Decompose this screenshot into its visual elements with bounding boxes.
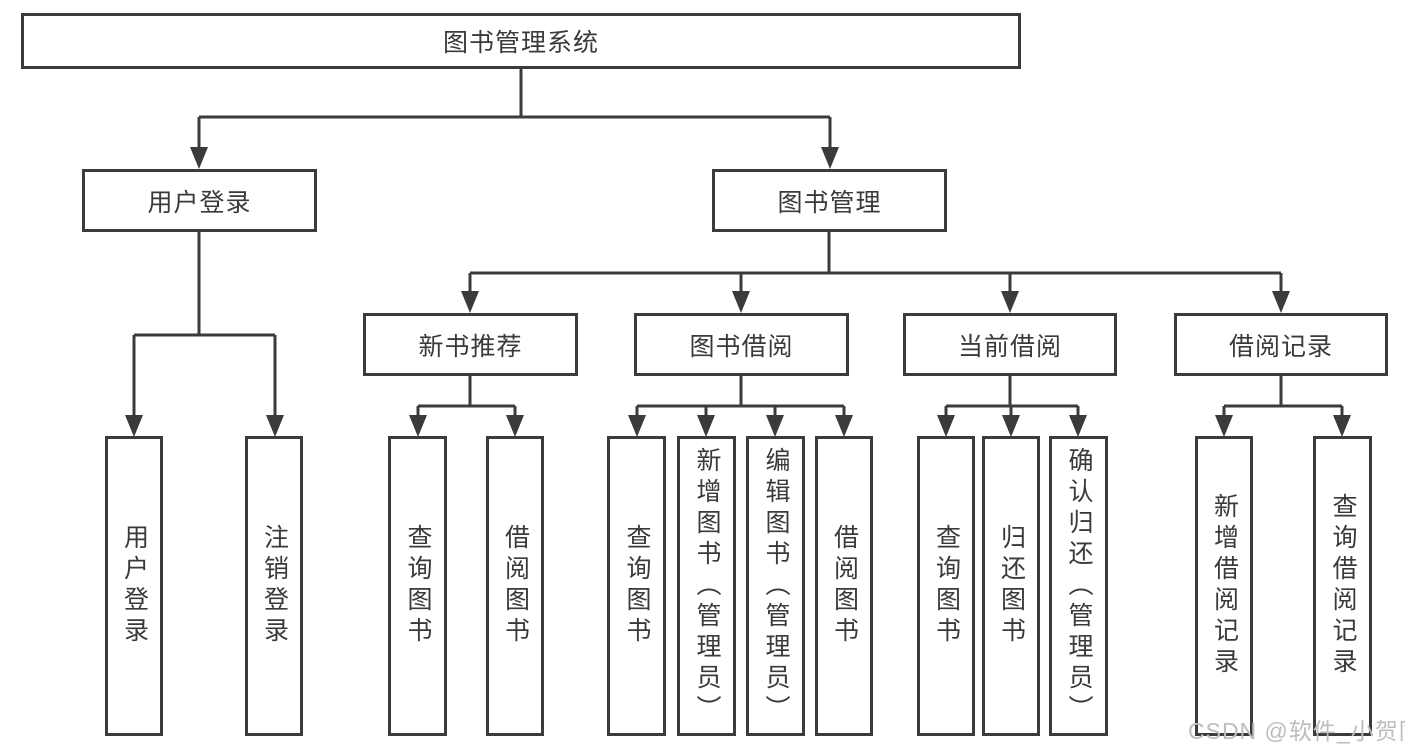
- arrowhead: [766, 415, 784, 437]
- node-book-borrow-label: 图书借阅: [689, 332, 794, 361]
- arrowhead: [409, 415, 427, 437]
- arrowhead: [125, 415, 143, 437]
- node-leaf-user-login-label: 用户登录: [120, 524, 149, 648]
- node-leaf-user-login: 用户登录: [105, 436, 163, 736]
- arrowhead: [697, 415, 715, 437]
- node-user-login-label: 用户登录: [147, 188, 252, 217]
- node-borrow-record: 借阅记录: [1174, 313, 1388, 376]
- node-leaf-br-query-label: 查询借阅记录: [1329, 493, 1357, 679]
- node-book-mgmt: 图书管理: [712, 169, 947, 232]
- node-leaf-cb-confirm-label: 确认归还（管理员）: [1065, 446, 1093, 726]
- arrowhead: [1069, 415, 1087, 437]
- node-current-borrow: 当前借阅: [903, 313, 1117, 376]
- node-leaf-cb-query-label: 查询图书: [932, 524, 961, 648]
- node-leaf-logout-label: 注销登录: [260, 524, 289, 648]
- watermark: CSDN @软件_小贺同学: [1188, 718, 1405, 744]
- arrowhead: [461, 291, 479, 313]
- node-root-label: 图书管理系统: [442, 29, 599, 57]
- node-leaf-bb-edit: 编辑图书（管理员）: [746, 436, 805, 736]
- node-leaf-bb-add-label: 新增图书（管理员）: [693, 446, 721, 726]
- node-leaf-br-query: 查询借阅记录: [1313, 436, 1372, 736]
- arrowhead: [835, 415, 853, 437]
- arrowhead: [1001, 291, 1019, 313]
- node-leaf-br-add-label: 新增借阅记录: [1210, 493, 1239, 679]
- node-leaf-logout: 注销登录: [245, 436, 303, 736]
- node-borrow-record-label: 借阅记录: [1228, 332, 1333, 361]
- node-leaf-cb-return-label: 归还图书: [997, 524, 1026, 648]
- node-leaf-cb-confirm: 确认归还（管理员）: [1049, 436, 1108, 736]
- arrowhead: [1333, 415, 1351, 437]
- node-leaf-bb-borrow: 借阅图书: [815, 436, 873, 736]
- node-leaf-bb-add: 新增图书（管理员）: [677, 436, 736, 736]
- node-leaf-nbr-query: 查询图书: [388, 436, 447, 736]
- arrowhead: [266, 415, 284, 437]
- arrowhead: [628, 415, 646, 437]
- node-leaf-nbr-query-label: 查询图书: [404, 524, 432, 648]
- node-book-borrow: 图书借阅: [634, 313, 849, 376]
- node-leaf-bb-edit-label: 编辑图书（管理员）: [762, 446, 790, 726]
- arrowhead: [190, 147, 208, 169]
- node-new-book-rec-label: 新书推荐: [418, 332, 523, 361]
- node-leaf-bb-borrow-label: 借阅图书: [830, 524, 859, 648]
- node-leaf-cb-query: 查询图书: [917, 436, 975, 736]
- node-leaf-br-add: 新增借阅记录: [1195, 436, 1253, 736]
- node-current-borrow-label: 当前借阅: [957, 332, 1062, 361]
- node-user-login: 用户登录: [82, 169, 317, 232]
- node-leaf-bb-query-label: 查询图书: [623, 524, 651, 648]
- node-leaf-nbr-borrow-label: 借阅图书: [501, 524, 530, 648]
- node-leaf-cb-return: 归还图书: [982, 436, 1040, 736]
- node-new-book-rec: 新书推荐: [363, 313, 578, 376]
- arrowhead: [1215, 415, 1233, 437]
- node-root: 图书管理系统: [21, 13, 1021, 69]
- arrowhead: [732, 291, 750, 313]
- arrowhead: [1002, 415, 1020, 437]
- node-book-mgmt-label: 图书管理: [777, 188, 882, 217]
- node-leaf-bb-query: 查询图书: [607, 436, 666, 736]
- arrowhead: [937, 415, 955, 437]
- arrowhead: [506, 415, 524, 437]
- arrowhead: [1272, 291, 1290, 313]
- node-leaf-nbr-borrow: 借阅图书: [486, 436, 544, 736]
- arrowhead: [821, 147, 839, 169]
